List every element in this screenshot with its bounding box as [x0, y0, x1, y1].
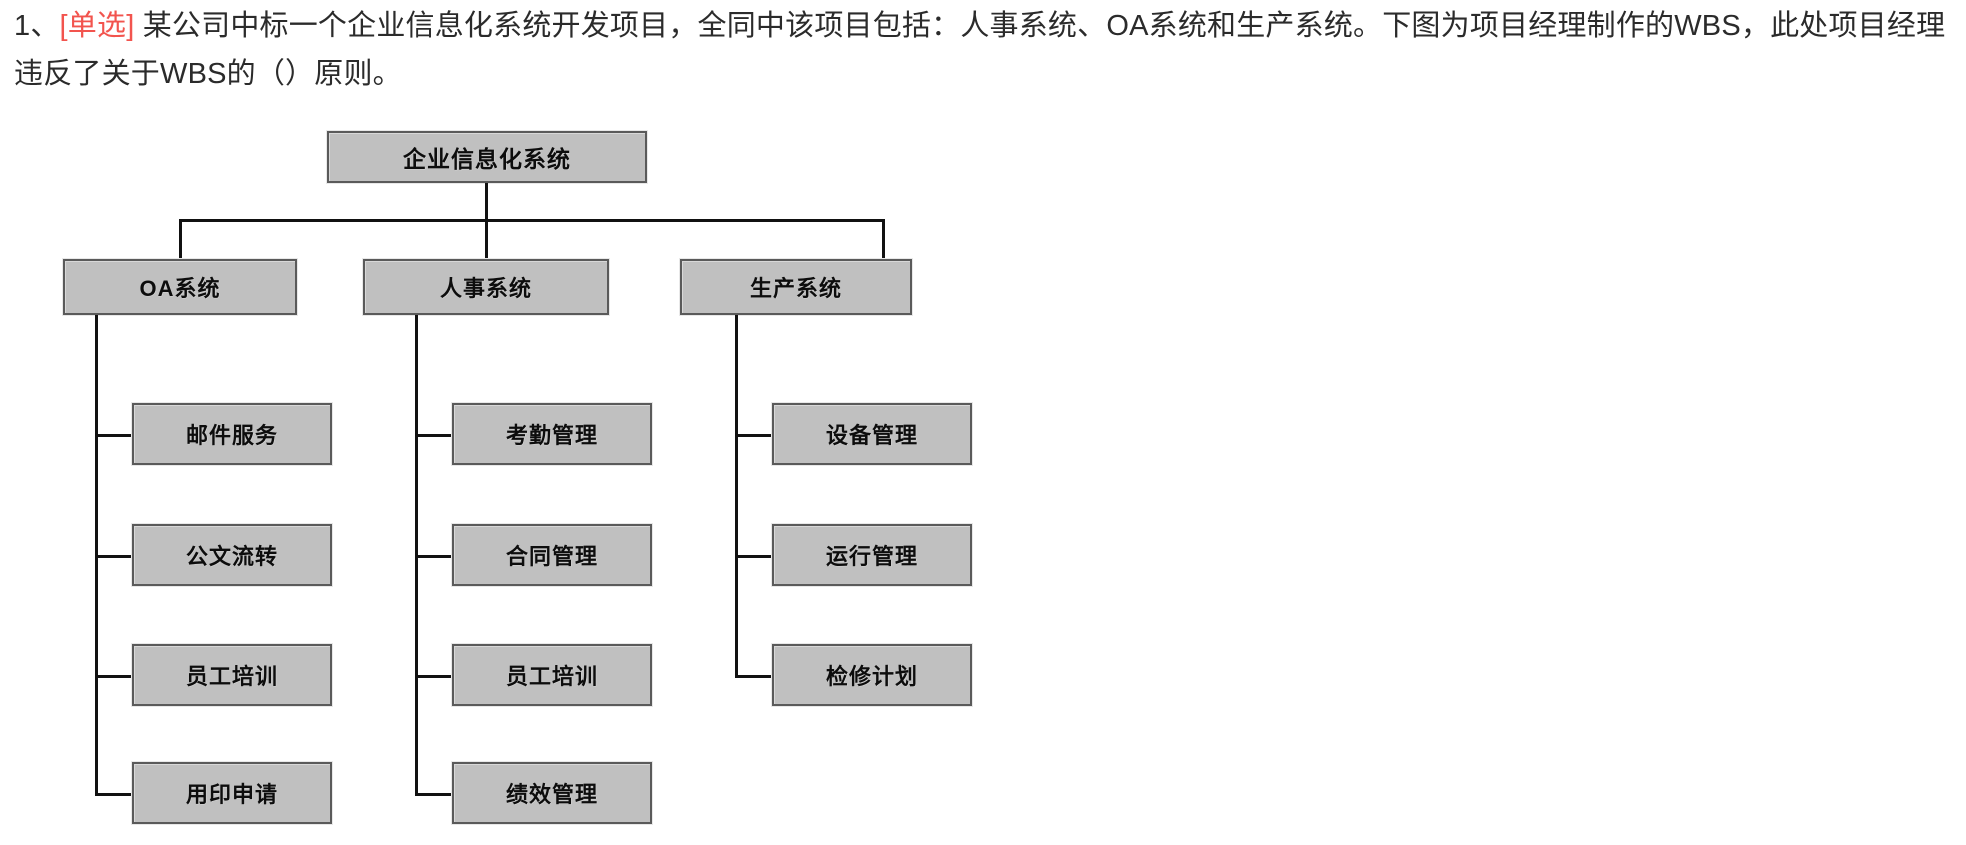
wbs-node-branch-2[interactable]: 人事系统 — [363, 259, 609, 315]
wbs-node-branch-1-child-4[interactable]: 用印申请 — [132, 762, 332, 824]
wbs-node-branch-2-child-1[interactable]: 考勤管理 — [452, 403, 652, 465]
question-type-tag: [单选] — [59, 10, 135, 42]
connector-leaf-3-1 — [735, 434, 775, 437]
wbs-node-branch-1-child-1[interactable]: 邮件服务 — [132, 403, 332, 465]
connector-leaf-1-1 — [95, 434, 135, 437]
wbs-node-branch-3-child-1-label: 设备管理 — [825, 423, 918, 448]
wbs-node-branch-3-child-3[interactable]: 检修计划 — [772, 644, 972, 706]
wbs-node-branch-1-child-1-label: 邮件服务 — [185, 423, 278, 448]
connector-level2-bus — [179, 219, 884, 222]
wbs-node-branch-1-child-4-label: 用印申请 — [185, 782, 278, 807]
wbs-node-root[interactable]: 企业信息化系统 — [327, 131, 647, 183]
wbs-node-branch-2-child-3-label: 员工培训 — [505, 664, 598, 689]
connector-leaf-3-3 — [735, 675, 775, 678]
connector-leaf-1-2 — [95, 555, 135, 558]
wbs-node-branch-2-child-4[interactable]: 绩效管理 — [452, 762, 652, 824]
wbs-node-branch-2-label: 人事系统 — [439, 276, 532, 301]
connector-root-stem — [485, 183, 488, 221]
wbs-node-root-label: 企业信息化系统 — [403, 146, 571, 172]
wbs-node-branch-2-child-4-label: 绩效管理 — [505, 782, 598, 807]
wbs-node-branch-2-child-2-label: 合同管理 — [505, 544, 598, 569]
connector-drop-branch-3 — [882, 219, 885, 259]
wbs-node-branch-3-child-2-label: 运行管理 — [825, 544, 918, 569]
connector-leaf-2-2 — [415, 555, 455, 558]
wbs-node-branch-1-child-2-label: 公文流转 — [185, 544, 278, 569]
wbs-node-branch-1-label: OA系统 — [139, 276, 221, 301]
wbs-node-branch-3-label: 生产系统 — [749, 276, 842, 301]
connector-drop-branch-1 — [179, 219, 182, 259]
wbs-node-branch-3[interactable]: 生产系统 — [680, 259, 912, 315]
connector-leaf-2-3 — [415, 675, 455, 678]
question-text: 1、[单选] 某公司中标一个企业信息化系统开发项目，全同中该项目包括：人事系统、… — [14, 2, 1954, 98]
wbs-node-branch-2-child-1-label: 考勤管理 — [505, 423, 598, 448]
question-number: 1、 — [14, 10, 60, 42]
wbs-node-branch-3-child-3-label: 检修计划 — [825, 664, 918, 689]
connector-spine-branch-3 — [735, 315, 738, 675]
connector-drop-branch-2 — [485, 219, 488, 259]
question-stem: 某公司中标一个企业信息化系统开发项目，全同中该项目包括：人事系统、OA系统和生产… — [14, 10, 1946, 90]
wbs-node-branch-1-child-2[interactable]: 公文流转 — [132, 524, 332, 586]
connector-leaf-3-2 — [735, 555, 775, 558]
wbs-node-branch-3-child-2[interactable]: 运行管理 — [772, 524, 972, 586]
wbs-node-branch-1-child-3[interactable]: 员工培训 — [132, 644, 332, 706]
connector-leaf-1-4 — [95, 793, 135, 796]
connector-leaf-2-4 — [415, 793, 455, 796]
wbs-node-branch-2-child-2[interactable]: 合同管理 — [452, 524, 652, 586]
wbs-node-branch-3-child-1[interactable]: 设备管理 — [772, 403, 972, 465]
wbs-node-branch-2-child-3[interactable]: 员工培训 — [452, 644, 652, 706]
connector-leaf-1-3 — [95, 675, 135, 678]
wbs-node-branch-1[interactable]: OA系统 — [63, 259, 297, 315]
wbs-node-branch-1-child-3-label: 员工培训 — [185, 664, 278, 689]
connector-leaf-2-1 — [415, 434, 455, 437]
